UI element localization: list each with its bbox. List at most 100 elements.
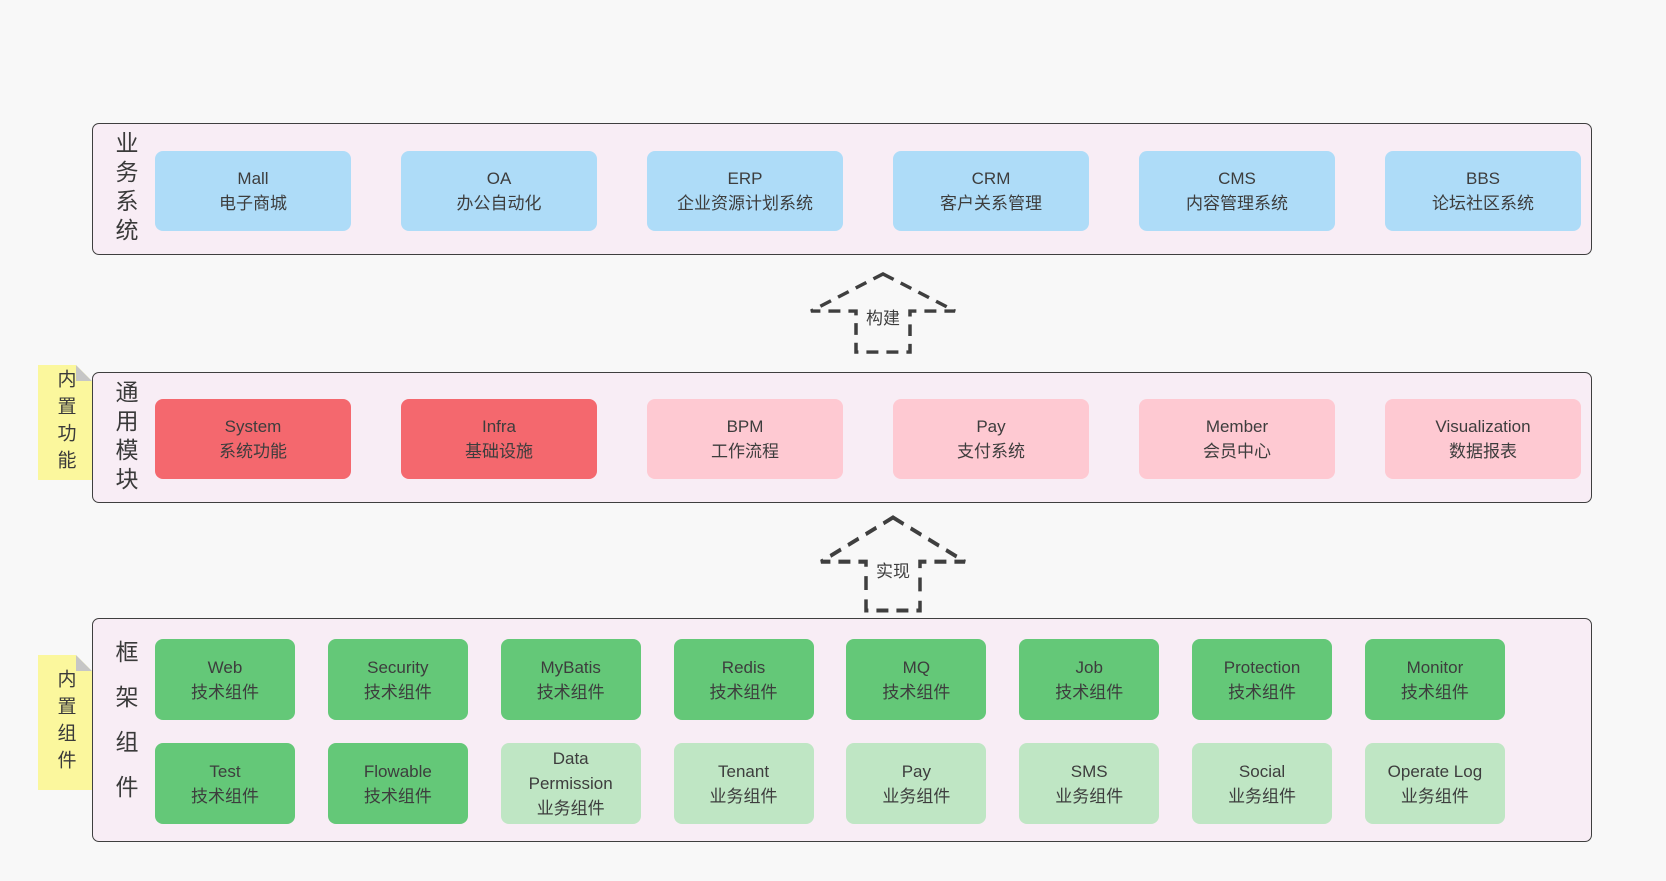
box-desc: 业务组件 — [882, 786, 951, 806]
box-name: Data Permission — [528, 749, 613, 793]
box-name: BPM — [726, 417, 764, 436]
box-desc: 电子商城 — [219, 194, 287, 213]
box-name: SMS — [1070, 761, 1108, 781]
box-desc: 业务组件 — [536, 799, 605, 818]
box-desc: 技术组件 — [191, 786, 259, 806]
box-desc: 工作流程 — [711, 442, 779, 461]
box-desc: 业务组件 — [1055, 786, 1124, 806]
box-desc: 论坛社区系统 — [1432, 194, 1534, 213]
box-name: Job — [1075, 657, 1103, 677]
diagram-box: Security 技术组件 — [327, 639, 468, 720]
box-desc: 技术组件 — [882, 682, 951, 702]
box-desc: 技术组件 — [1228, 682, 1297, 702]
box-name: Test — [209, 761, 241, 781]
diagram-box: Test 技术组件 — [155, 743, 295, 824]
common-modules-row: System 系统功能 Infra 基础设施 BPM 工作流程 Pay 支付系统 — [155, 399, 1581, 479]
band-common-modules: 通用模块 System 系统功能 Infra 基础设施 BPM 工作流程 — [92, 372, 1592, 503]
box-desc: 技术组件 — [363, 786, 432, 806]
diagram-box: MyBatis 技术组件 — [500, 639, 641, 720]
box-name: Visualization — [1435, 417, 1531, 436]
box-desc: 业务组件 — [709, 786, 778, 806]
band-business-systems: 业务系统 Mall 电子商城 OA 办公自动化 ERP 企业资源计划系统 — [92, 123, 1592, 255]
business-systems-row: Mall 电子商城 OA 办公自动化 ERP 企业资源计划系统 CRM 客户关系… — [155, 151, 1581, 231]
box-name: Member — [1205, 417, 1269, 436]
box-desc: 技术组件 — [1055, 682, 1124, 702]
box-name: Protection — [1223, 657, 1301, 677]
box-name: ERP — [727, 169, 763, 188]
diagram-box: Job 技术组件 — [1019, 639, 1160, 720]
box-desc: 技术组件 — [363, 682, 432, 702]
arrow-build: 构建 — [808, 271, 958, 355]
box-name: System — [224, 417, 282, 436]
diagram-box: Monitor 技术组件 — [1364, 639, 1505, 720]
box-desc: 业务组件 — [1228, 786, 1297, 806]
diagram-box: Infra 基础设施 — [401, 399, 597, 479]
box-desc: 系统功能 — [219, 442, 287, 461]
band-common-modules-label: 通用模块 — [112, 379, 138, 496]
box-desc: 业务组件 — [1400, 786, 1469, 806]
diagram-box: Social 业务组件 — [1192, 743, 1333, 824]
note-fold-icon — [76, 655, 92, 671]
framework-components-row-2: Test 技术组件 Flowable 技术组件 Data Permission … — [155, 743, 1505, 824]
diagram-box: MQ 技术组件 — [846, 639, 987, 720]
diagram-box: OA 办公自动化 — [401, 151, 597, 231]
diagram-box: Visualization 数据报表 — [1385, 399, 1581, 479]
framework-components-row-1: Web 技术组件 Security 技术组件 MyBatis 技术组件 Redi… — [155, 639, 1505, 720]
box-name: OA — [486, 169, 512, 188]
sticky-note-built-in-function: 内置功能 — [38, 365, 92, 480]
box-name: MyBatis — [540, 657, 601, 677]
box-name: Mall — [237, 169, 269, 188]
box-desc: 基础设施 — [465, 442, 533, 461]
box-name: Pay — [976, 417, 1006, 436]
band-business-systems-label: 业务系统 — [112, 131, 138, 247]
box-name: CRM — [971, 169, 1011, 188]
box-desc: 数据报表 — [1449, 442, 1517, 461]
box-desc: 会员中心 — [1203, 442, 1271, 461]
diagram-box: CRM 客户关系管理 — [893, 151, 1089, 231]
dashed-up-arrow-icon — [810, 271, 956, 354]
box-desc: 客户关系管理 — [940, 194, 1042, 213]
box-name: Infra — [481, 417, 517, 436]
box-name: Web — [207, 657, 243, 677]
diagram-box: Web 技术组件 — [155, 639, 295, 720]
dashed-up-arrow-icon — [820, 515, 966, 613]
band-framework-components: 框架组件 Web 技术组件 Security 技术组件 MyBatis 技术组件 — [92, 618, 1592, 842]
box-desc: 办公自动化 — [456, 194, 542, 213]
diagram-box: ERP 企业资源计划系统 — [647, 151, 843, 231]
box-desc: 企业资源计划系统 — [677, 194, 813, 213]
band-framework-components-label: 框架组件 — [112, 640, 138, 820]
diagram-box: Data Permission 业务组件 — [500, 743, 641, 824]
box-desc: 内容管理系统 — [1186, 194, 1288, 213]
box-name: Operate Log — [1387, 761, 1483, 781]
box-name: CMS — [1218, 169, 1256, 188]
arrow-implement: 实现 — [818, 514, 968, 614]
note-fold-icon — [76, 365, 92, 381]
diagram-box: Member 会员中心 — [1139, 399, 1335, 479]
diagram-box: Flowable 技术组件 — [327, 743, 468, 824]
diagram-box: BBS 论坛社区系统 — [1385, 151, 1581, 231]
diagram-box: Tenant 业务组件 — [673, 743, 814, 824]
diagram-box: Protection 技术组件 — [1192, 639, 1333, 720]
box-desc: 技术组件 — [1400, 682, 1469, 702]
diagram-box: Pay 支付系统 — [893, 399, 1089, 479]
diagram-box: CMS 内容管理系统 — [1139, 151, 1335, 231]
diagram-box: SMS 业务组件 — [1019, 743, 1160, 824]
box-name: Pay — [901, 761, 932, 781]
diagram-box: System 系统功能 — [155, 399, 351, 479]
box-name: Social — [1238, 761, 1286, 781]
box-desc: 技术组件 — [709, 682, 778, 702]
diagram-box: BPM 工作流程 — [647, 399, 843, 479]
box-desc: 技术组件 — [191, 682, 259, 702]
diagram-box: Mall 电子商城 — [155, 151, 351, 231]
diagram-box: Redis 技术组件 — [673, 639, 814, 720]
box-name: Security — [367, 657, 429, 677]
diagram-box: Pay 业务组件 — [846, 743, 987, 824]
box-name: MQ — [902, 657, 931, 677]
box-name: Flowable — [363, 761, 432, 781]
arrow-implement-label: 实现 — [873, 556, 913, 583]
box-name: BBS — [1465, 169, 1501, 188]
box-name: Monitor — [1406, 657, 1464, 677]
diagram-box: Operate Log 业务组件 — [1364, 743, 1505, 824]
note-text: 内置组件 — [54, 668, 76, 777]
